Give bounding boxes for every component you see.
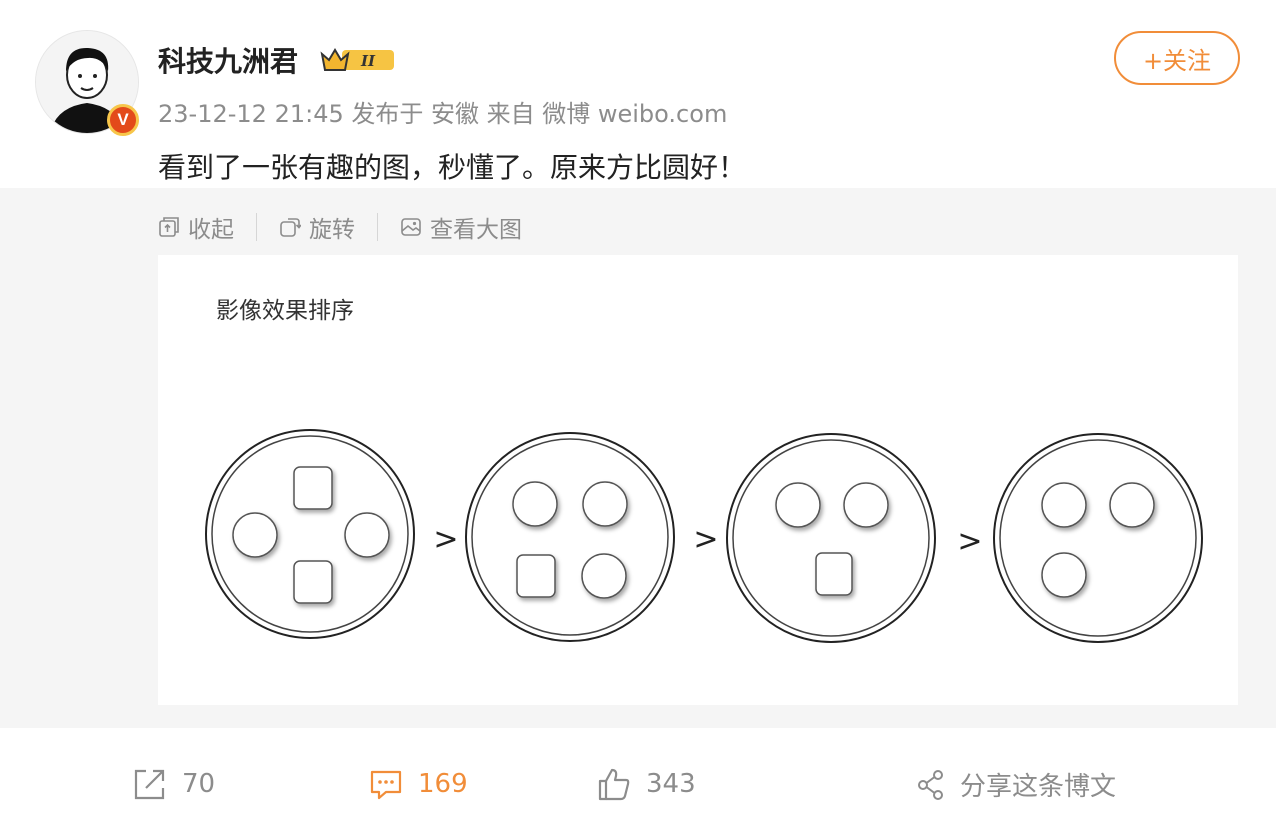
collapse-icon bbox=[159, 217, 179, 237]
share-icon bbox=[918, 769, 943, 800]
crown-level-icon: II bbox=[320, 44, 398, 78]
level-badge-text: II bbox=[360, 52, 376, 70]
greater-than-sign: > bbox=[433, 522, 458, 557]
like-button[interactable]: 343 bbox=[596, 766, 696, 802]
comment-icon bbox=[370, 770, 402, 800]
rotate-icon bbox=[280, 218, 301, 237]
image-icon bbox=[401, 218, 421, 236]
repost-button[interactable]: 70 bbox=[132, 766, 215, 802]
thumbs-up-icon bbox=[598, 768, 630, 801]
collapse-button[interactable]: 收起 bbox=[158, 210, 234, 244]
avatar[interactable] bbox=[35, 30, 139, 134]
post-image[interactable]: 影像效果排序 > bbox=[158, 255, 1238, 705]
image-title: 影像效果排序 bbox=[216, 298, 354, 324]
camera-layout-illustration: > > > bbox=[205, 429, 1203, 643]
post-text: 看到了一张有趣的图，秒懂了。原来方比圆好！ bbox=[158, 151, 747, 184]
media-toolbar: 收起 旋转 查看大图 bbox=[158, 210, 522, 244]
rotate-button[interactable]: 旋转 bbox=[279, 210, 355, 244]
repost-icon bbox=[134, 769, 165, 800]
share-button[interactable]: 分享这条博文 bbox=[916, 766, 1116, 803]
camera-module-1 bbox=[205, 429, 415, 639]
avatar-illustration bbox=[36, 31, 138, 133]
follow-button[interactable]: +关注 bbox=[1114, 31, 1240, 85]
verified-badge: V bbox=[107, 104, 139, 136]
username[interactable]: 科技九洲君 bbox=[158, 45, 299, 78]
media-panel: 收起 旋转 查看大图 影像效果排序 bbox=[0, 188, 1276, 728]
camera-module-2 bbox=[465, 432, 675, 642]
toolbar-divider bbox=[256, 213, 257, 241]
post-meta: 23-12-12 21:45 发布于 安徽 来自 微博 weibo.com bbox=[158, 100, 728, 128]
comment-button[interactable]: 169 bbox=[368, 766, 468, 802]
like-count: 343 bbox=[646, 769, 696, 799]
collapse-label: 收起 bbox=[188, 217, 234, 243]
view-large-label: 查看大图 bbox=[430, 217, 522, 243]
share-label: 分享这条博文 bbox=[960, 772, 1117, 802]
greater-than-sign: > bbox=[957, 524, 982, 559]
camera-module-3 bbox=[726, 433, 936, 643]
repost-count: 70 bbox=[182, 769, 216, 799]
greater-than-sign: > bbox=[693, 522, 718, 557]
view-large-button[interactable]: 查看大图 bbox=[400, 210, 522, 244]
rotate-label: 旋转 bbox=[309, 217, 355, 243]
toolbar-divider bbox=[377, 213, 378, 241]
action-bar: 70 169 343 分享这条博文 bbox=[0, 748, 1276, 818]
camera-module-4 bbox=[993, 433, 1203, 643]
comment-count: 169 bbox=[418, 769, 468, 799]
